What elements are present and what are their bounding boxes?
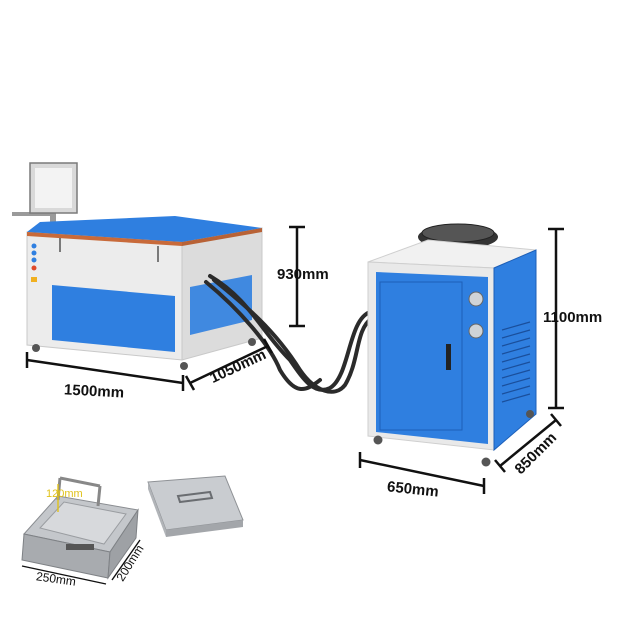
tray-dimension-lines [21, 539, 141, 585]
press-height-label: 930mm [277, 266, 329, 283]
hoses [204, 274, 374, 394]
tray-lid [147, 475, 244, 537]
press-width-label: 1500mm [63, 381, 125, 402]
press-machine [12, 162, 263, 370]
chiller-machine [367, 223, 537, 467]
front-panel [52, 285, 175, 352]
dimension-lines [25, 225, 564, 494]
chiller-height-label: 1100mm [543, 309, 603, 326]
steel-tray [21, 476, 139, 580]
tray-height-label: 120mm [46, 488, 83, 500]
